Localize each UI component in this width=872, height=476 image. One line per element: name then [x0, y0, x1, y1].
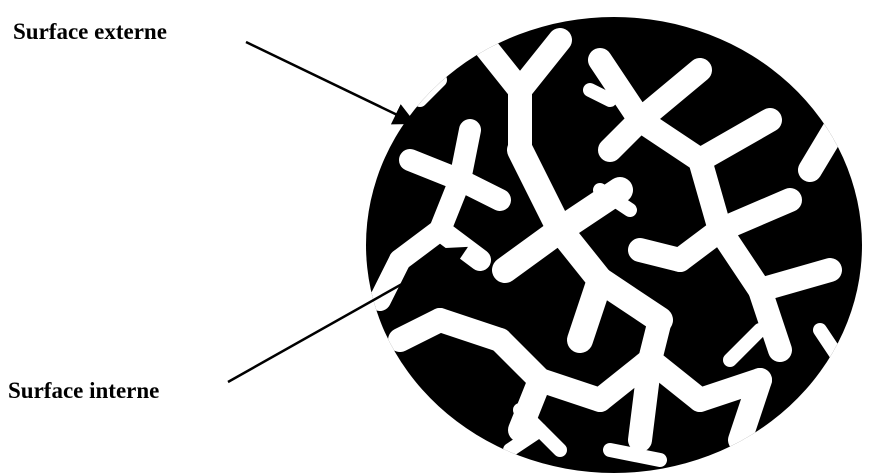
arrow-external-surface	[246, 42, 414, 123]
particle-disc	[366, 17, 862, 473]
external-surface-label: Surface externe	[13, 20, 167, 43]
internal-surface-label: Surface interne	[8, 379, 159, 402]
